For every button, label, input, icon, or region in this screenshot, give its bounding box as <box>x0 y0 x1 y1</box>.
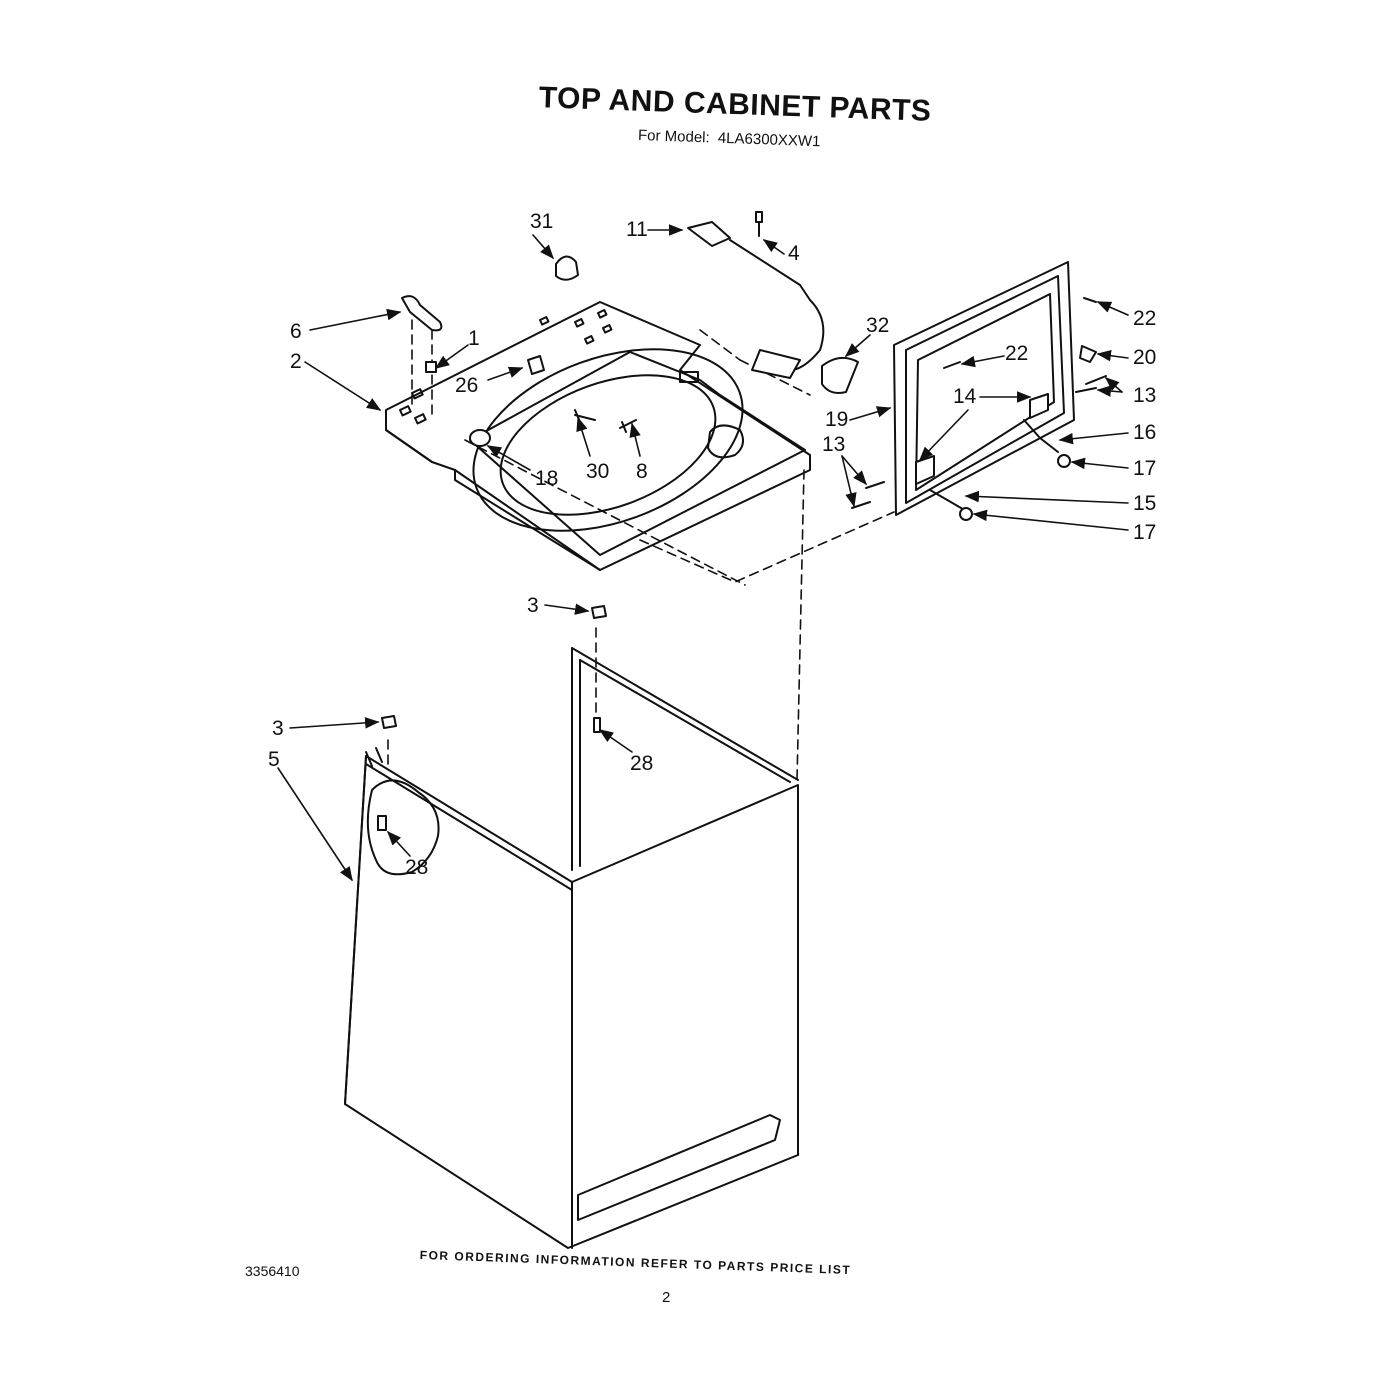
part-15 <box>929 489 969 513</box>
part-13-left <box>851 481 885 509</box>
part-1 <box>425 361 437 373</box>
callout-2: 2 <box>290 350 302 373</box>
part-28-lower <box>377 815 387 831</box>
part-26 <box>527 355 545 375</box>
callout-14: 14 <box>953 385 977 408</box>
callout-3-lower: 3 <box>272 717 284 740</box>
callout-4: 4 <box>788 242 800 265</box>
leader-lines <box>277 224 1129 882</box>
part-6 <box>401 295 443 332</box>
part-22-right <box>1083 297 1097 303</box>
cabinet <box>344 647 799 1249</box>
callout-1: 1 <box>468 327 480 350</box>
rear-panel <box>893 261 1075 516</box>
callout-numbers: 31 11 4 6 1 2 26 32 22 22 20 13 14 19 16… <box>268 210 1156 879</box>
part-17-upper <box>1057 454 1071 468</box>
callout-13-right: 13 <box>1133 384 1156 407</box>
callout-26: 26 <box>455 374 478 397</box>
washer-top-assembly <box>385 301 811 571</box>
alignment-lines <box>387 304 895 781</box>
drawing-number: 3356410 <box>245 1263 300 1279</box>
part-28-upper <box>593 717 601 733</box>
part-18 <box>469 429 491 447</box>
part-13-right <box>1075 375 1107 393</box>
callout-3-upper: 3 <box>527 594 539 617</box>
callout-17-upper: 17 <box>1133 457 1156 480</box>
part-31 <box>555 255 579 281</box>
callout-8: 8 <box>636 460 648 483</box>
callout-22-right: 22 <box>1133 307 1156 330</box>
callout-32: 32 <box>866 314 889 337</box>
part-3-lower <box>381 715 397 729</box>
part-8 <box>619 419 637 433</box>
part-11 <box>687 221 731 247</box>
part-4 <box>755 211 763 237</box>
part-3-upper <box>591 605 607 619</box>
callout-16: 16 <box>1133 421 1156 444</box>
callout-20: 20 <box>1133 346 1156 369</box>
part-14 <box>1029 393 1049 419</box>
lid-switch <box>751 349 801 379</box>
callout-5: 5 <box>268 748 280 771</box>
callout-18: 18 <box>535 467 558 490</box>
callout-6: 6 <box>290 320 302 343</box>
part-20 <box>1079 345 1097 363</box>
part-32 <box>821 356 859 394</box>
callout-19: 19 <box>825 408 848 431</box>
page-number: 2 <box>662 1289 671 1306</box>
callout-15: 15 <box>1133 492 1156 515</box>
callout-17-lower: 17 <box>1133 521 1156 544</box>
callout-30: 30 <box>586 460 609 483</box>
lid-switch-harness <box>729 239 825 372</box>
part-16 <box>1023 419 1059 453</box>
part-17-lower <box>959 507 973 521</box>
part-22-left <box>943 361 961 369</box>
callout-13-left: 13 <box>822 433 845 456</box>
callout-28-upper: 28 <box>630 752 653 775</box>
callout-28-lower: 28 <box>405 856 428 879</box>
callout-11: 11 <box>626 218 648 241</box>
callout-22-left: 22 <box>1005 342 1028 365</box>
callout-31: 31 <box>530 210 553 233</box>
